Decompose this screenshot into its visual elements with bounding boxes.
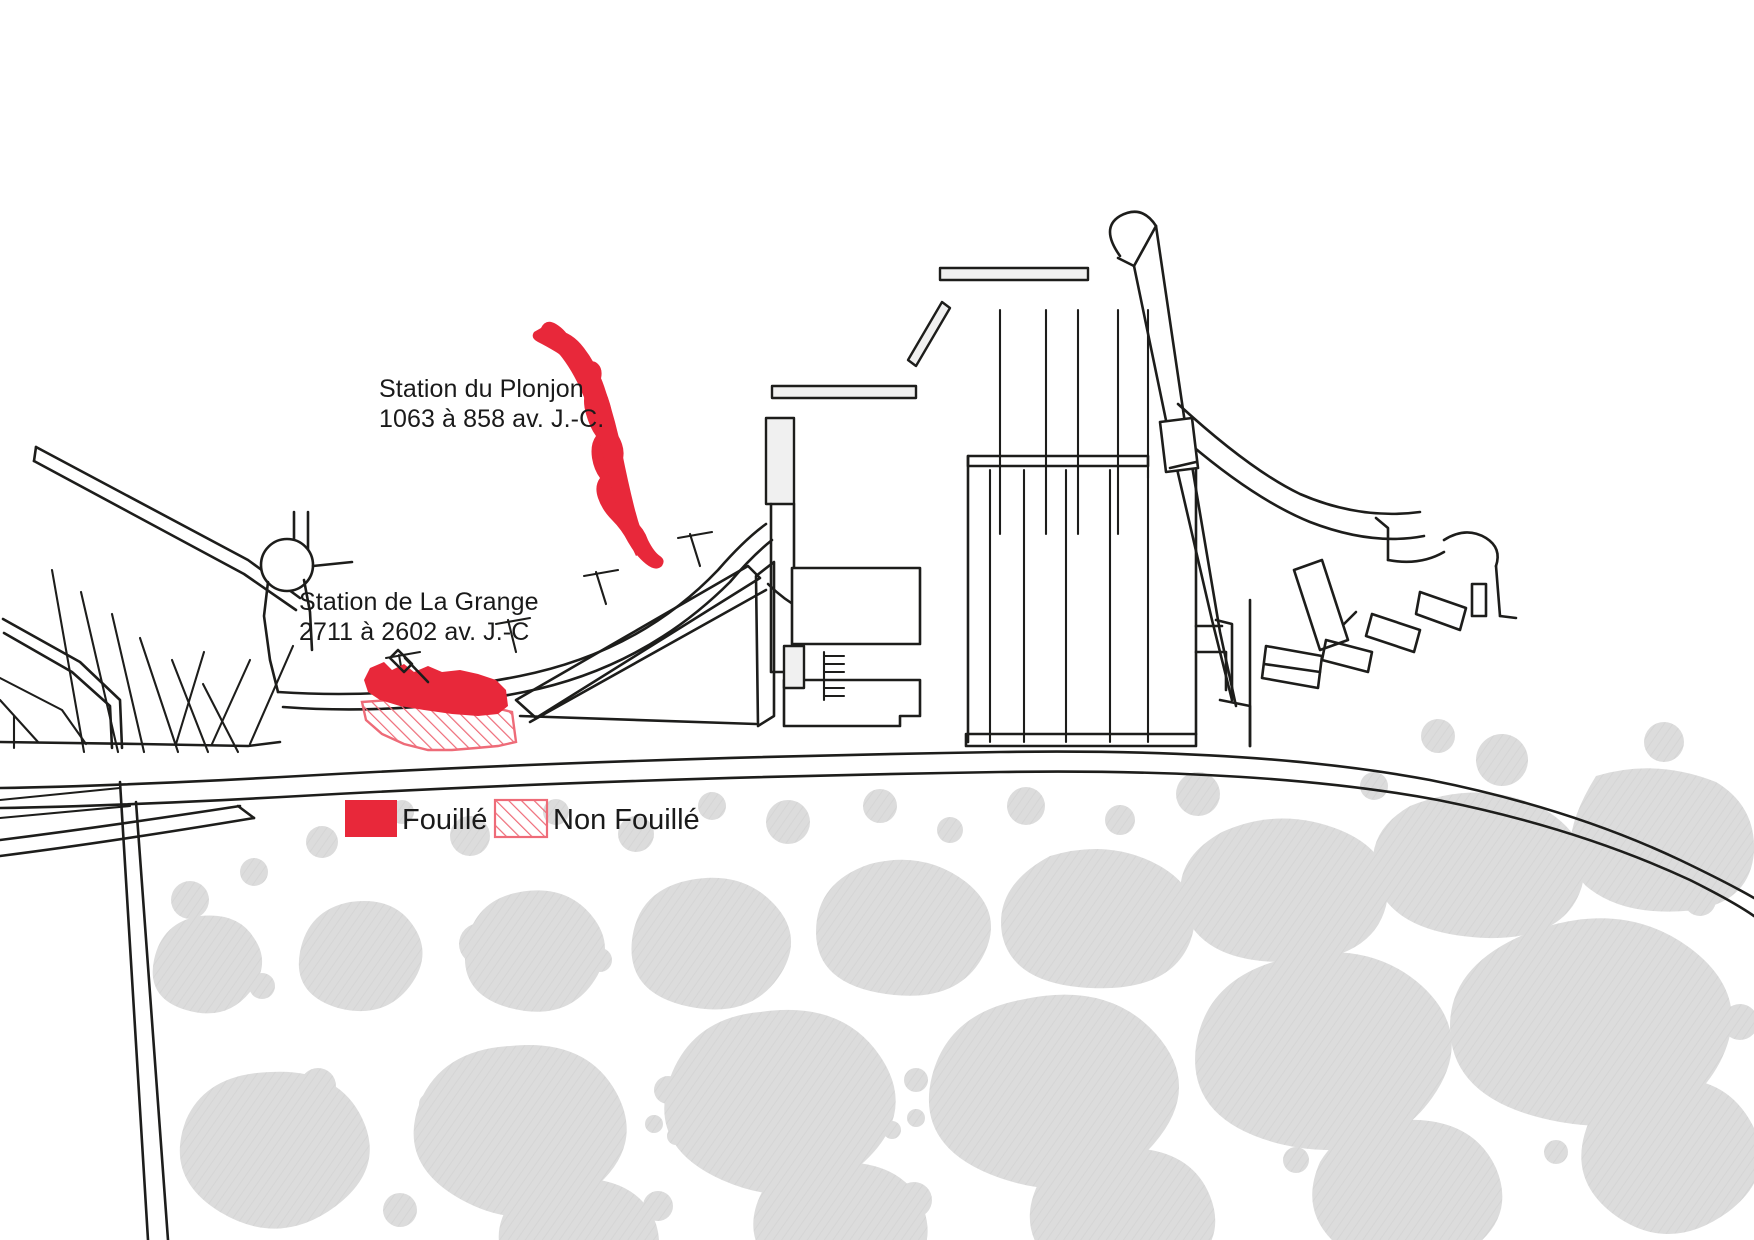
lagrange-zones (360, 648, 518, 752)
legend-label-non-fouille: Non Fouillé (553, 804, 700, 836)
central-buildings (764, 384, 922, 728)
lagrange-excavated-polygon (364, 662, 508, 716)
legend-swatch-fouille (345, 800, 397, 837)
east-shore-structures (1214, 516, 1518, 748)
legend-item-fouille: Fouillé (345, 800, 487, 837)
legend-swatch-non-fouille (493, 798, 549, 839)
legend: Fouillé Non Fouillé (345, 798, 700, 839)
legend-item-non-fouille: Non Fouillé (493, 798, 700, 839)
street-network-west (0, 445, 302, 754)
label-station-lagrange-line2: 2711 à 2602 av. J.-C (299, 618, 529, 646)
map-text-labels: Station du Plonjon 1063 à 858 av. J.-C. … (299, 375, 604, 646)
crane-breakwater (1108, 210, 1426, 748)
label-station-plonjon-line2: 1063 à 858 av. J.-C. (379, 405, 604, 433)
vegetation-area (152, 719, 1754, 1240)
roundabout (259, 510, 354, 694)
coastal-road (0, 750, 1754, 1240)
harbour-pontoons (906, 266, 1198, 748)
legend-label-fouille: Fouillé (402, 804, 487, 836)
label-station-plonjon-line1: Station du Plonjon (379, 375, 584, 403)
plonjon-excavated-zone (532, 321, 664, 569)
label-station-lagrange-line1: Station de La Grange (299, 588, 539, 616)
